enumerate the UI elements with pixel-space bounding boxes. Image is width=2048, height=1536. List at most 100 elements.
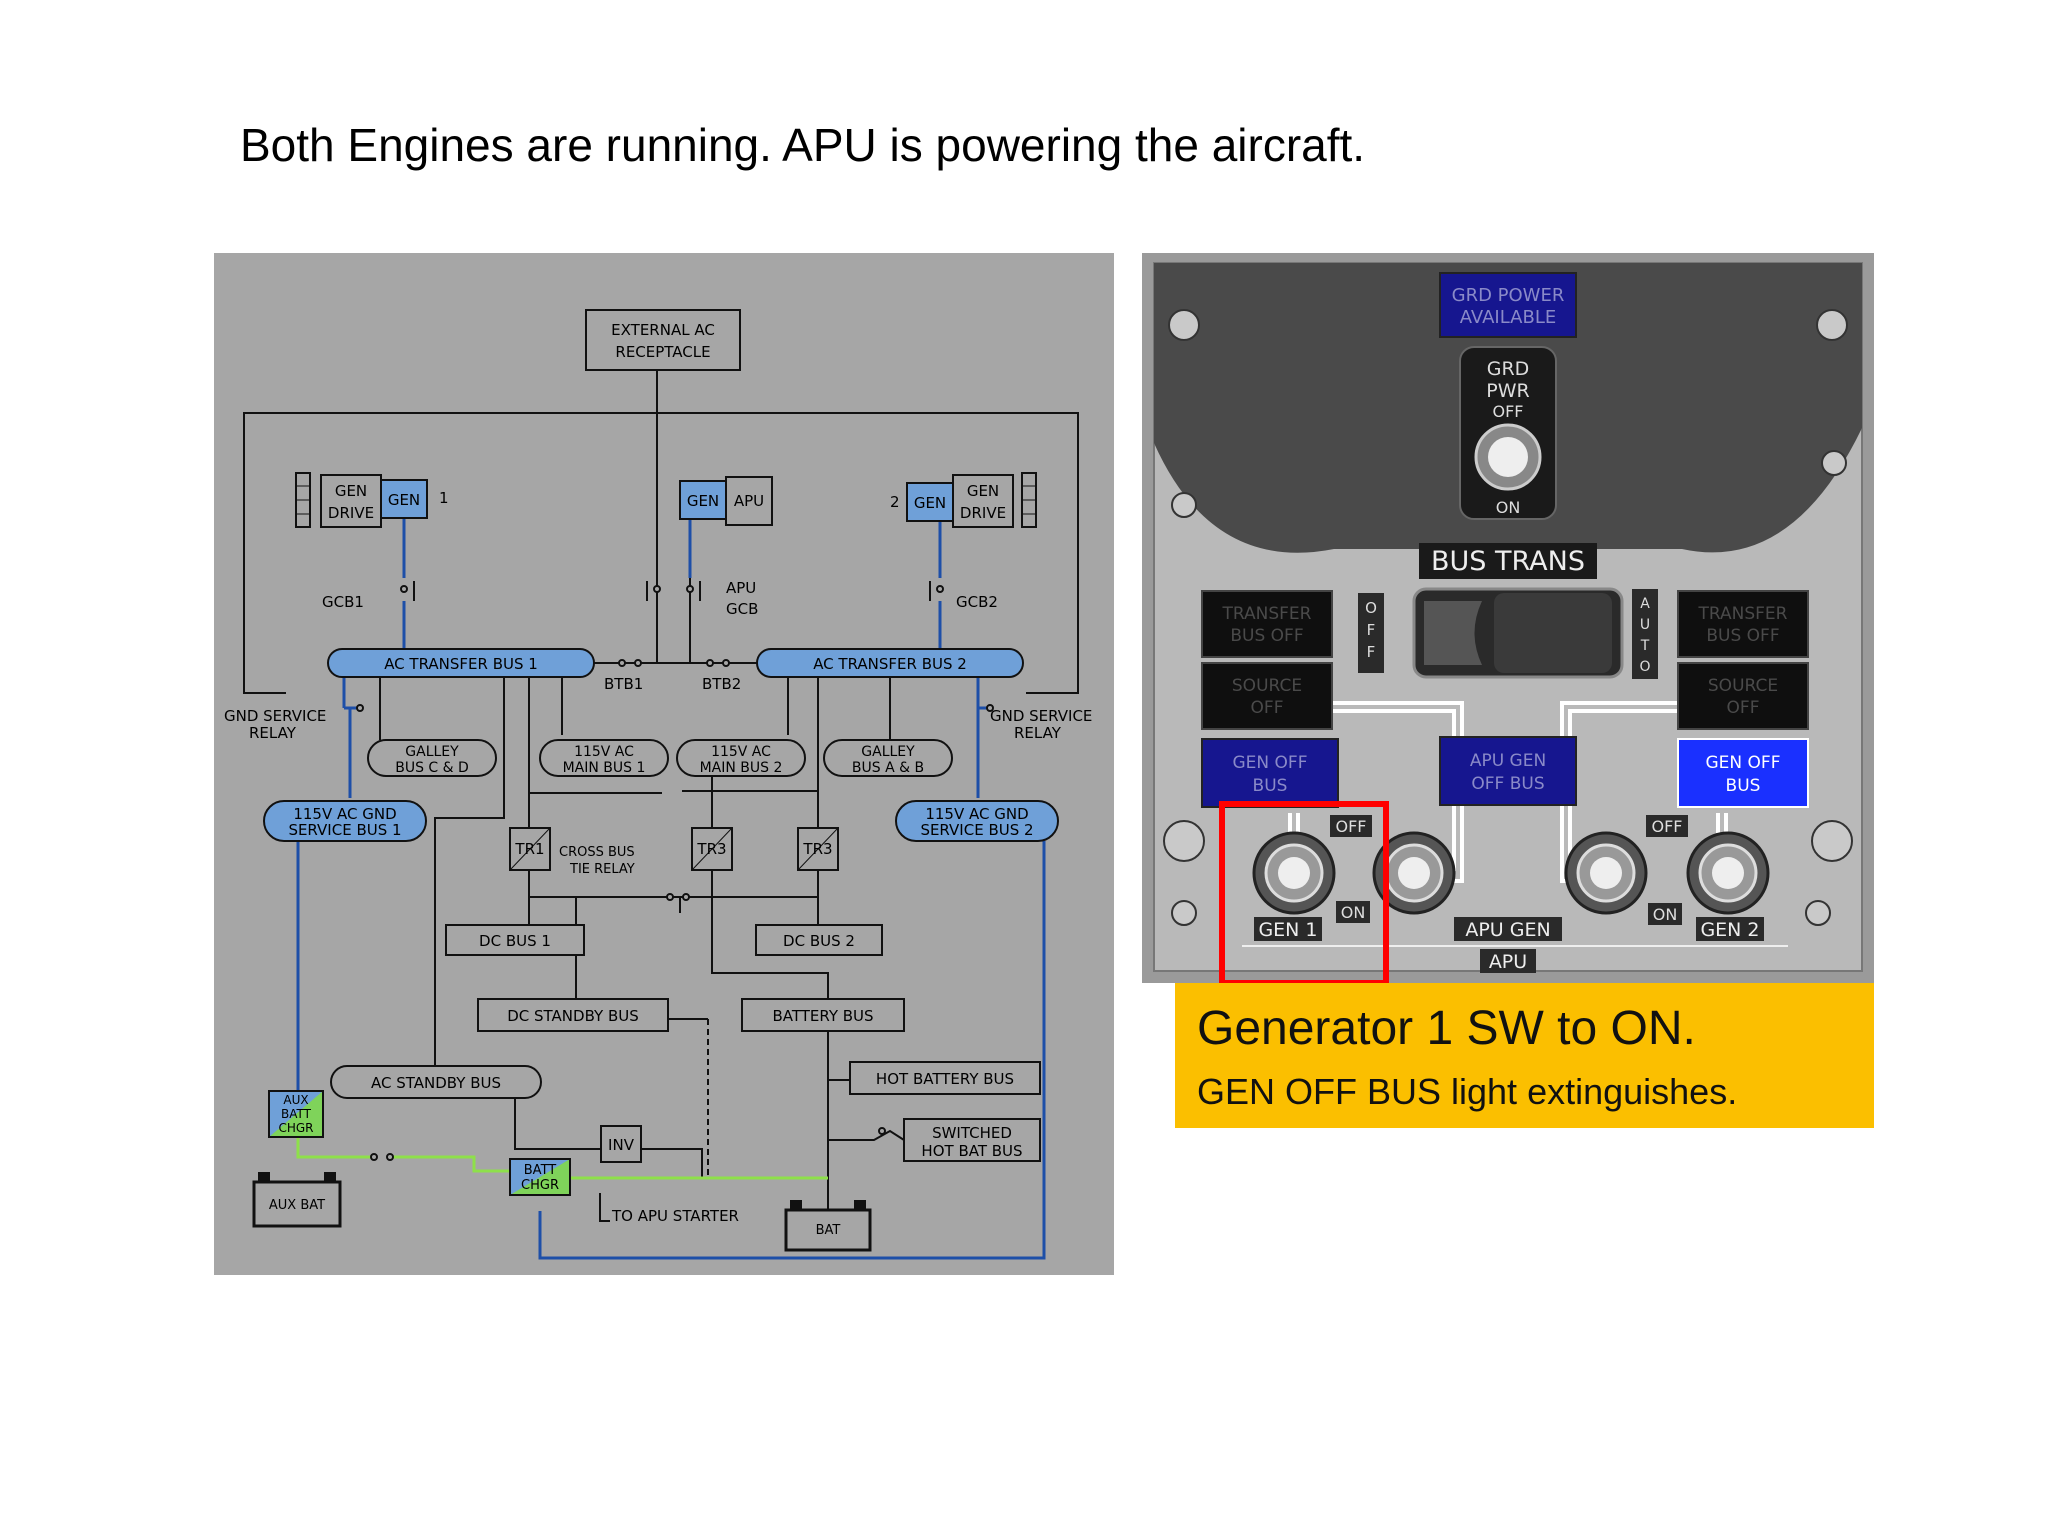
main-bus-2: 115V AC MAIN BUS 2: [676, 739, 806, 777]
caption-action: Generator 1 SW to ON.: [1197, 1002, 1696, 1055]
gen2-off-tag: OFF: [1646, 815, 1688, 837]
bus-trans-auto-label: A U T O: [1632, 589, 1658, 679]
grd-pwr-switch[interactable]: GRD PWR OFF ON: [1459, 346, 1557, 520]
svg-text:RECEPTACLE: RECEPTACLE: [615, 343, 710, 361]
svg-text:BUS TRANS: BUS TRANS: [1431, 546, 1585, 577]
svg-text:PWR: PWR: [1486, 380, 1529, 402]
svg-text:DC BUS 2: DC BUS 2: [783, 932, 855, 950]
svg-text:A: A: [1640, 596, 1650, 612]
svg-text:GEN OFF: GEN OFF: [1233, 753, 1308, 773]
bus-trans-switch[interactable]: [1412, 587, 1624, 679]
svg-text:GEN 1: GEN 1: [1258, 919, 1317, 941]
svg-text:BUS C & D: BUS C & D: [395, 760, 469, 776]
svg-text:APU GEN: APU GEN: [1465, 919, 1550, 941]
main-bus-1: 115V AC MAIN BUS 1: [539, 739, 669, 777]
btb2-label: BTB2: [702, 675, 741, 693]
svg-text:T: T: [1640, 638, 1650, 654]
svg-text:OFF: OFF: [1251, 698, 1284, 718]
svg-text:GEN: GEN: [388, 491, 420, 509]
apu-gcb-label-2: GCB: [726, 600, 758, 618]
svg-text:GEN: GEN: [914, 494, 946, 512]
svg-text:2: 2: [890, 493, 900, 511]
external-ac-receptacle: EXTERNAL AC RECEPTACLE: [585, 309, 741, 371]
svg-text:115V AC GND: 115V AC GND: [925, 805, 1028, 823]
galley-bus-ab: GALLEY BUS A & B: [823, 739, 953, 777]
svg-text:TRANSFER: TRANSFER: [1698, 604, 1788, 624]
gen-drive-1: GEN DRIVE: [295, 472, 382, 528]
transfer-bus-off-light-right: TRANSFER BUS OFF: [1677, 590, 1809, 658]
svg-text:CHGR: CHGR: [521, 1178, 559, 1193]
generator-feed-wires: [296, 508, 1046, 1260]
svg-text:TRANSFER: TRANSFER: [1222, 604, 1312, 624]
apu-gen-switch-left[interactable]: [1372, 831, 1456, 915]
gen1-switch[interactable]: [1252, 831, 1336, 915]
apu-label: APU: [1480, 949, 1536, 973]
svg-text:AC TRANSFER BUS 2: AC TRANSFER BUS 2: [813, 655, 967, 673]
svg-text:MAIN BUS 2: MAIN BUS 2: [700, 760, 783, 776]
svg-text:DRIVE: DRIVE: [960, 504, 1006, 522]
svg-text:DC STANDBY BUS: DC STANDBY BUS: [507, 1007, 639, 1025]
svg-text:HOT BATTERY BUS: HOT BATTERY BUS: [876, 1070, 1014, 1088]
svg-text:SOURCE: SOURCE: [1232, 676, 1302, 696]
apu-gen-label: APU GEN: [1454, 917, 1562, 941]
to-apu-starter-label: TO APU STARTER: [611, 1207, 739, 1225]
svg-text:GRD: GRD: [1487, 358, 1530, 380]
gnd-service-bus-1: 115V AC GND SERVICE BUS 1: [263, 800, 427, 842]
svg-text:APU: APU: [1489, 951, 1527, 973]
svg-text:BATTERY BUS: BATTERY BUS: [772, 1007, 873, 1025]
gnd-service-relay-left-1: GND SERVICE: [224, 707, 326, 725]
gnd-service-relay-right-2: RELAY: [1014, 724, 1062, 742]
svg-text:DC BUS 1: DC BUS 1: [479, 932, 551, 950]
dc-bus-1: DC BUS 1: [445, 924, 585, 956]
bus-trans-off-label: O F F: [1358, 593, 1384, 673]
dc-bus-2: DC BUS 2: [755, 924, 883, 956]
svg-text:AUX BAT: AUX BAT: [269, 1198, 325, 1213]
svg-text:OFF: OFF: [1336, 817, 1367, 836]
svg-text:TR3: TR3: [696, 840, 726, 858]
svg-text:GALLEY: GALLEY: [405, 744, 459, 760]
apu-generator: GEN APU: [679, 476, 773, 526]
svg-text:F: F: [1367, 643, 1376, 661]
slide-title: Both Engines are running. APU is powerin…: [240, 119, 1366, 171]
svg-text:APU GEN: APU GEN: [1470, 751, 1546, 771]
gnd-service-relay-right-1: GND SERVICE: [990, 707, 1092, 725]
generator-1: GEN 1: [380, 479, 449, 519]
svg-text:SERVICE BUS 2: SERVICE BUS 2: [920, 821, 1033, 839]
ac-transfer-bus-1: AC TRANSFER BUS 1: [327, 648, 595, 678]
svg-text:BAT: BAT: [816, 1223, 841, 1238]
svg-text:115V AC: 115V AC: [574, 744, 634, 760]
svg-text:INV: INV: [608, 1136, 635, 1154]
gnd-service-relay-left-2: RELAY: [249, 724, 297, 742]
ac-standby-bus: AC STANDBY BUS: [330, 1065, 542, 1099]
gen-off-bus-light-right: GEN OFF BUS: [1677, 738, 1809, 808]
main-battery: BAT: [784, 1200, 872, 1252]
gen2-switch[interactable]: [1686, 831, 1770, 915]
gen2-label: GEN 2: [1696, 917, 1764, 941]
electrical-panel: GRD POWER AVAILABLE GRD PWR OFF ON BUS T…: [1142, 253, 1874, 983]
svg-text:BUS: BUS: [1726, 776, 1761, 796]
svg-text:DRIVE: DRIVE: [328, 504, 374, 522]
switched-hot-bat-bus: SWITCHED HOT BAT BUS: [903, 1118, 1041, 1162]
svg-text:SERVICE BUS 1: SERVICE BUS 1: [288, 821, 401, 839]
aux-battery: AUX BAT: [252, 1172, 342, 1228]
svg-text:GALLEY: GALLEY: [861, 744, 915, 760]
apu-gen-switch-right[interactable]: [1564, 831, 1648, 915]
svg-text:BUS OFF: BUS OFF: [1230, 626, 1303, 646]
svg-text:SOURCE: SOURCE: [1708, 676, 1778, 696]
tr2: TR3: [797, 827, 839, 871]
svg-text:GRD POWER: GRD POWER: [1452, 285, 1565, 306]
svg-text:GEN OFF: GEN OFF: [1706, 753, 1781, 773]
svg-text:HOT BAT BUS: HOT BAT BUS: [921, 1142, 1022, 1160]
svg-text:ON: ON: [1653, 905, 1678, 924]
source-off-light-right: SOURCE OFF: [1677, 662, 1809, 730]
instruction-caption: Generator 1 SW to ON. GEN OFF BUS light …: [1175, 983, 1874, 1128]
electrical-schematic: EXTERNAL AC RECEPTACLE GEN DRIVE GEN 1 G…: [214, 253, 1114, 1275]
btb1-label: BTB1: [604, 675, 643, 693]
source-off-light-left: SOURCE OFF: [1201, 662, 1333, 730]
tr1: TR1: [509, 827, 551, 871]
svg-text:BATT: BATT: [281, 1107, 312, 1121]
panel-screws: [1163, 309, 1853, 926]
svg-text:GEN: GEN: [967, 482, 999, 500]
svg-text:GEN: GEN: [335, 482, 367, 500]
generator-2: 2 GEN: [890, 482, 954, 522]
